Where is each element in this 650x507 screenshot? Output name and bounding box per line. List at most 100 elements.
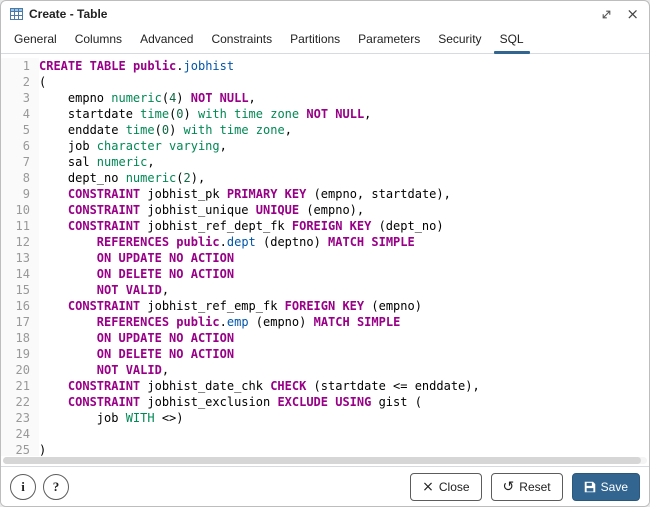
title-bar: Create - Table × — [1, 1, 649, 27]
code-line: 18 ON UPDATE NO ACTION — [1, 330, 649, 346]
code-line: 5 enddate time(0) with time zone, — [1, 122, 649, 138]
tab-bar: General Columns Advanced Constraints Partiti… — [1, 27, 649, 54]
line-number: 12 — [1, 234, 39, 250]
save-button[interactable]: Save — [571, 472, 640, 501]
table-icon — [10, 8, 23, 20]
code-line: 4 startdate time(0) with time zone NOT N… — [1, 106, 649, 122]
close-button[interactable]: × Close — [410, 472, 482, 501]
code-text: empno numeric(4) NOT NULL, — [39, 91, 256, 105]
code-text: CONSTRAINT jobhist_ref_dept_fk FOREIGN K… — [67, 219, 444, 233]
code-line: 15 NOT VALID, — [1, 282, 649, 298]
code-line: 11 CONSTRAINT jobhist_ref_dept_fk FOREIG… — [1, 218, 649, 234]
line-number: 25 — [1, 442, 39, 456]
code-text: ON DELETE NO ACTION — [96, 267, 235, 281]
code-line: 17 REFERENCES public.emp (empno) MATCH S… — [1, 314, 649, 330]
code-line: 24 — [1, 426, 649, 442]
code-line: 22 CONSTRAINT jobhist_exclusion EXCLUDE … — [1, 394, 649, 410]
code-text: CONSTRAINT jobhist_ref_emp_fk FOREIGN KE… — [67, 299, 422, 313]
code-text: NOT VALID, — [96, 283, 170, 297]
code-text: startdate time(0) with time zone NOT NUL… — [39, 107, 372, 121]
save-icon — [584, 481, 596, 493]
code-line: 25) — [1, 442, 649, 456]
save-button-label: Save — [600, 479, 628, 494]
line-number: 13 — [1, 250, 39, 266]
reset-button[interactable]: ↺ Reset — [490, 472, 563, 501]
close-x-icon: × — [422, 478, 434, 495]
scrollbar-thumb[interactable] — [3, 457, 641, 464]
line-number: 22 — [1, 394, 39, 410]
code-line: 14 ON DELETE NO ACTION — [1, 266, 649, 282]
tab-advanced[interactable]: Advanced — [140, 32, 194, 46]
line-number: 23 — [1, 410, 39, 426]
code-text: enddate time(0) with time zone, — [39, 123, 292, 137]
line-number: 19 — [1, 346, 39, 362]
line-number: 24 — [1, 426, 39, 442]
line-number: 4 — [1, 106, 39, 122]
code-text: ON DELETE NO ACTION — [96, 347, 235, 361]
line-number: 3 — [1, 90, 39, 106]
close-icon[interactable]: × — [626, 4, 639, 23]
code-text: sal numeric, — [39, 155, 155, 169]
code-text: job WITH <>) — [39, 411, 184, 425]
code-text: ON UPDATE NO ACTION — [96, 251, 235, 265]
code-text: CREATE TABLE public.jobhist — [39, 59, 235, 73]
code-text — [39, 426, 46, 442]
line-number: 17 — [1, 314, 39, 330]
line-number: 14 — [1, 266, 39, 282]
line-number: 6 — [1, 138, 39, 154]
reset-button-label: Reset — [519, 479, 551, 494]
code-text: CONSTRAINT jobhist_exclusion EXCLUDE USI… — [67, 395, 422, 409]
code-text: CONSTRAINT jobhist_unique UNIQUE (empno)… — [67, 203, 365, 217]
code-line: 3 empno numeric(4) NOT NULL, — [1, 90, 649, 106]
line-number: 18 — [1, 330, 39, 346]
tab-sql[interactable]: SQL — [491, 27, 533, 54]
line-number: 10 — [1, 202, 39, 218]
reset-icon: ↺ — [502, 478, 515, 495]
code-line: 7 sal numeric, — [1, 154, 649, 170]
code-text: CONSTRAINT jobhist_pk PRIMARY KEY (empno… — [67, 187, 451, 201]
code-text: REFERENCES public.dept (deptno) MATCH SI… — [96, 235, 415, 249]
code-text: ) — [39, 443, 47, 456]
code-text: NOT VALID, — [96, 363, 170, 377]
tab-columns[interactable]: Columns — [74, 32, 123, 46]
code-text: ON UPDATE NO ACTION — [96, 331, 235, 345]
close-button-label: Close — [438, 479, 470, 494]
tab-parameters[interactable]: Parameters — [358, 32, 421, 46]
code-text: ( — [39, 75, 47, 89]
tab-security[interactable]: Security — [438, 32, 482, 46]
line-number: 7 — [1, 154, 39, 170]
footer-bar: i ? × Close ↺ Reset Save — [1, 466, 649, 506]
code-line: 10 CONSTRAINT jobhist_unique UNIQUE (emp… — [1, 202, 649, 218]
horizontal-scrollbar[interactable] — [3, 457, 647, 464]
line-number: 15 — [1, 282, 39, 298]
maximize-icon[interactable] — [601, 9, 612, 20]
dialog-title: Create - Table — [29, 7, 108, 21]
line-number: 2 — [1, 74, 39, 90]
code-line: 21 CONSTRAINT jobhist_date_chk CHECK (st… — [1, 378, 649, 394]
line-number: 5 — [1, 122, 39, 138]
code-line: 2( — [1, 74, 649, 90]
line-number: 1 — [1, 58, 39, 74]
code-text: job character varying, — [39, 139, 227, 153]
tab-partitions[interactable]: Partitions — [290, 32, 341, 46]
line-number: 16 — [1, 298, 39, 314]
line-number: 9 — [1, 186, 39, 202]
code-line: 13 ON UPDATE NO ACTION — [1, 250, 649, 266]
code-line: 19 ON DELETE NO ACTION — [1, 346, 649, 362]
code-text: REFERENCES public.emp (empno) MATCH SIMP… — [96, 315, 401, 329]
tab-constraints[interactable]: Constraints — [211, 32, 273, 46]
code-line: 20 NOT VALID, — [1, 362, 649, 378]
code-line: 23 job WITH <>) — [1, 410, 649, 426]
tab-general[interactable]: General — [14, 32, 57, 46]
code-line: 9 CONSTRAINT jobhist_pk PRIMARY KEY (emp… — [1, 186, 649, 202]
code-line: 6 job character varying, — [1, 138, 649, 154]
code-text: CONSTRAINT jobhist_date_chk CHECK (start… — [67, 379, 480, 393]
line-number: 20 — [1, 362, 39, 378]
help-button[interactable]: ? — [43, 473, 69, 500]
code-text: dept_no numeric(2), — [39, 171, 206, 185]
info-button[interactable]: i — [10, 473, 36, 500]
